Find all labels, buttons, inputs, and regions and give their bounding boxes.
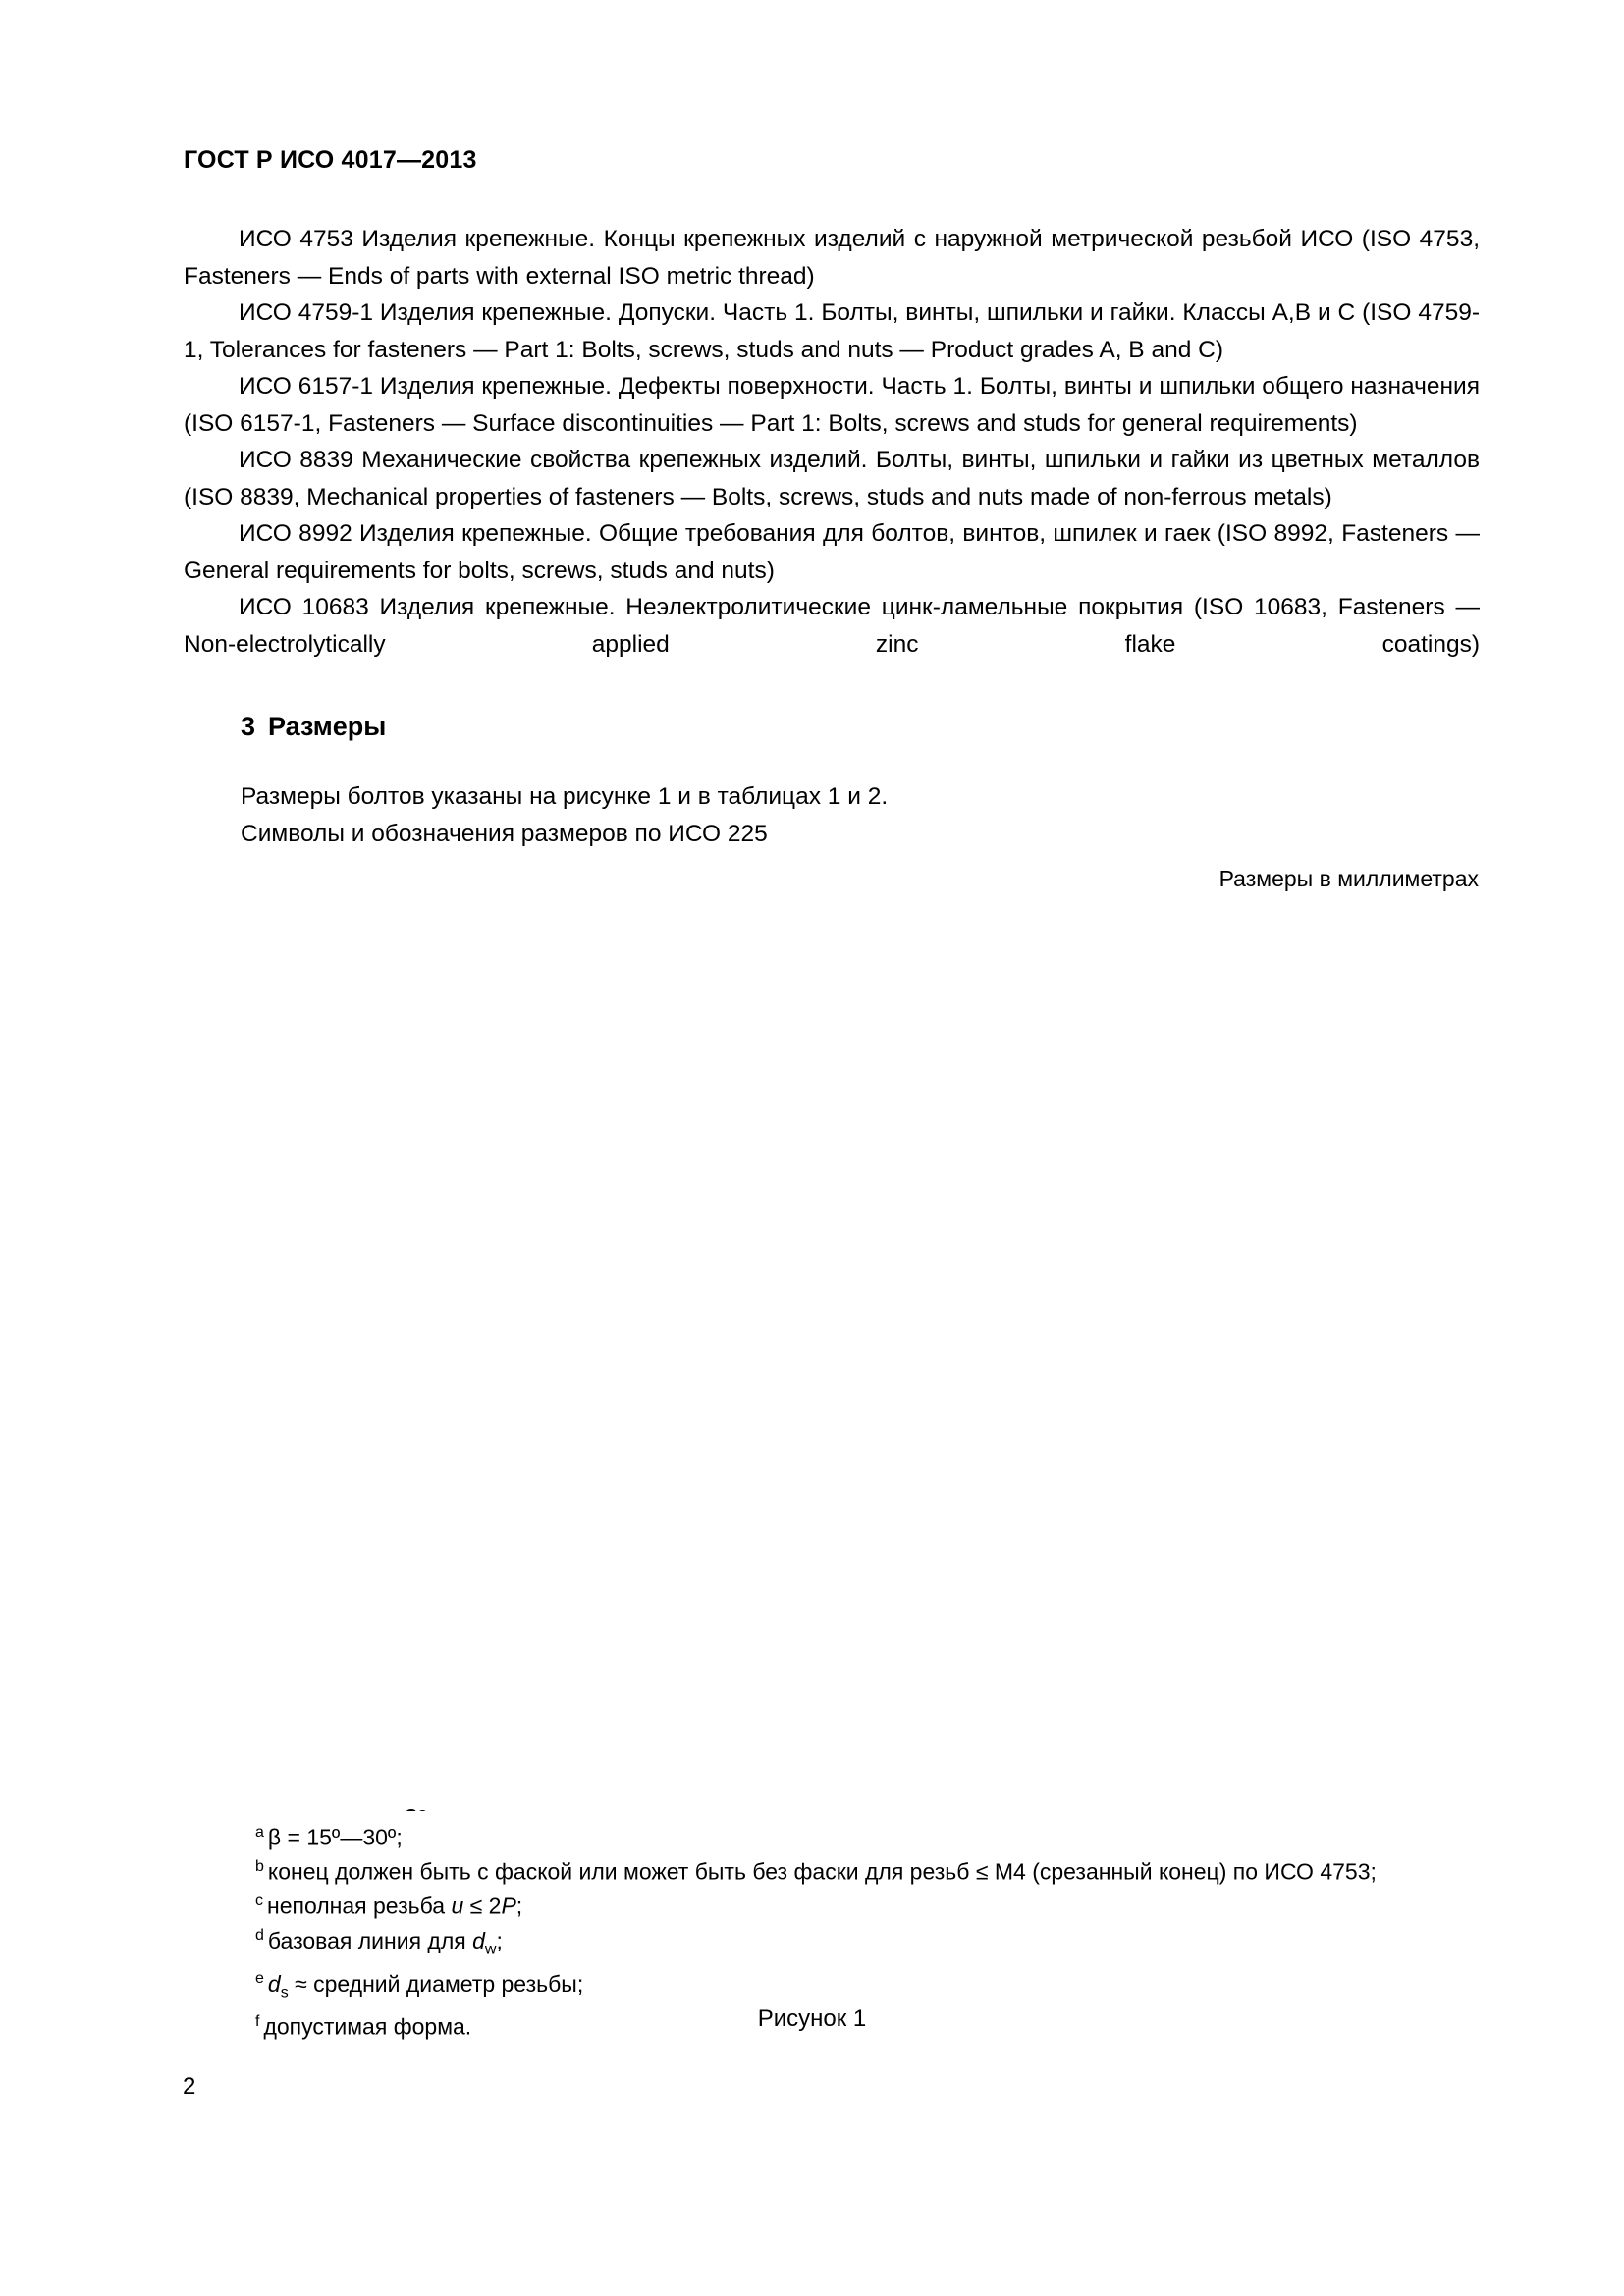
footnote-marker: d xyxy=(255,1927,264,1945)
footnote-text: неполная резьба u ≤ 2P; xyxy=(267,1893,523,1919)
footnote-text: базовая линия для dw; xyxy=(267,1928,503,1958)
section-number: 3 xyxy=(241,712,256,741)
footnote-marker: e xyxy=(255,1970,264,1988)
figure-caption: Рисунок 1 xyxy=(757,2005,867,2032)
footnote-marker: f xyxy=(255,2012,260,2030)
section-title: Размеры xyxy=(268,712,387,741)
document-header: ГОСТ Р ИСО 4017—2013 xyxy=(184,146,477,174)
page-number: 2 xyxy=(183,2073,196,2100)
label-beta: βa xyxy=(401,1804,427,1811)
footnote-text: допустимая форма. xyxy=(263,2013,472,2040)
footnote-text: β = 15º—30º; xyxy=(267,1824,403,1850)
intro-line-1: Размеры болтов указаны на рисунке 1 и в … xyxy=(241,783,889,810)
section-intro: Размеры болтов указаны на рисунке 1 и в … xyxy=(241,778,1478,853)
footnote-text: конец должен быть с фаской или может быт… xyxy=(267,1858,1377,1885)
footnote-marker: b xyxy=(255,1858,264,1876)
reference-paragraph: ИСО 8992 Изделия крепежные. Общие требов… xyxy=(184,520,1480,584)
reference-paragraph: ИСО 6157-1 Изделия крепежные. Дефекты по… xyxy=(184,373,1480,437)
reference-paragraph: ИСО 4759-1 Изделия крепежные. Допуски. Ч… xyxy=(184,299,1480,363)
footnote-text: ds ≈ средний диаметр резьбы; xyxy=(267,1970,584,2002)
units-note: Размеры в миллиметрах xyxy=(1218,866,1479,891)
reference-paragraph: ИСО 8839 Механические свойства крепежных… xyxy=(184,447,1480,510)
bolt-technical-drawing: .ln{fill:none;stroke:#000;stroke-width:3… xyxy=(401,1804,427,1811)
reference-paragraph: ИСО 4753 Изделия крепежные. Концы крепеж… xyxy=(184,226,1480,290)
references-block: ИСО 4753 Изделия крепежные. Концы крепеж… xyxy=(184,221,1480,700)
reference-paragraph: ИСО 10683 Изделия крепежные. Неэлектроли… xyxy=(184,594,1480,658)
section-heading: 3 Размеры xyxy=(241,712,386,742)
figure-1-drawing: .ln{fill:none;stroke:#000;stroke-width:3… xyxy=(0,888,1624,1811)
beta-angle-annotation: βa xyxy=(401,1804,427,1811)
bolt-side-view: βa X xyxy=(401,1804,427,1811)
footnote-marker: c xyxy=(255,1893,263,1910)
intro-line-2: Символы и обозначения размеров по ИСО 22… xyxy=(241,821,768,847)
footnote-marker: a xyxy=(255,1824,264,1841)
